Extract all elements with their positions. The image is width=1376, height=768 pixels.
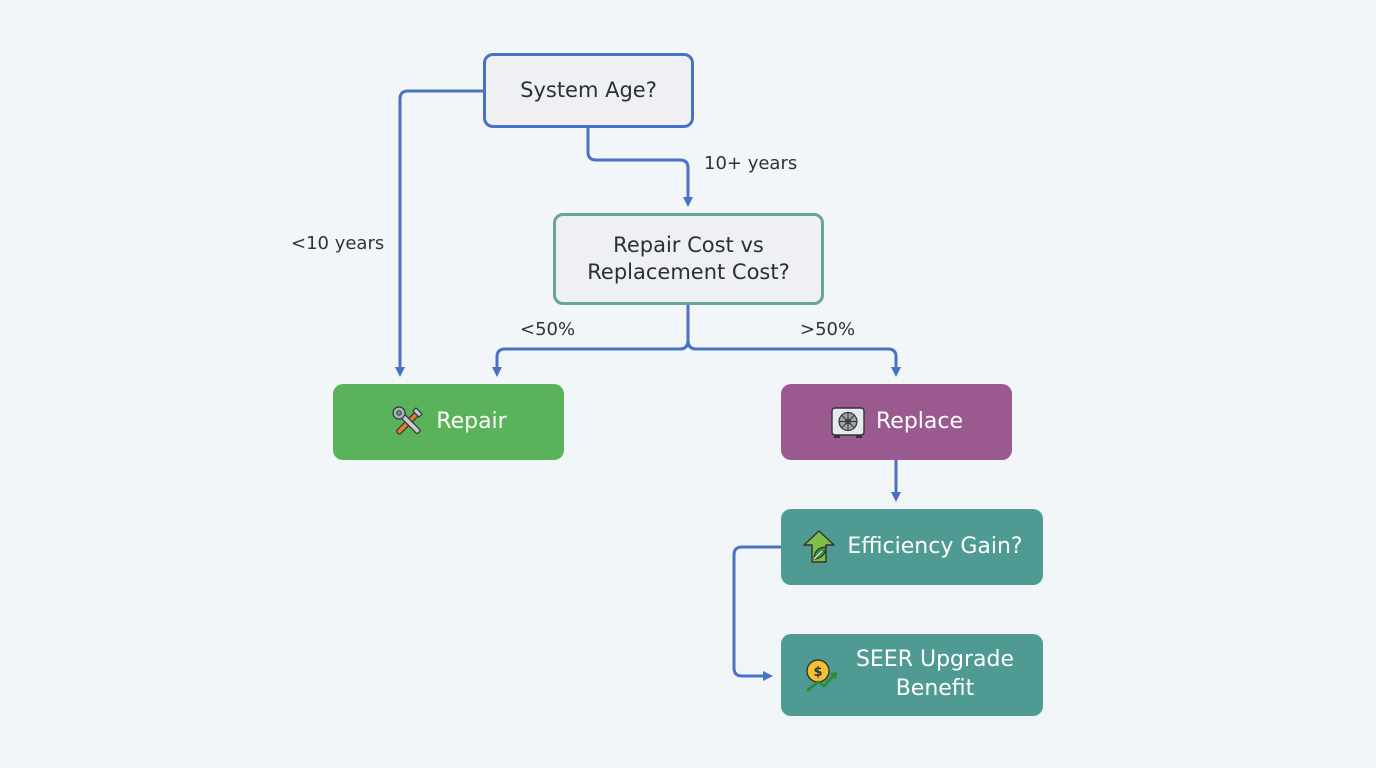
node-system-age: System Age? xyxy=(483,53,694,128)
svg-text:$: $ xyxy=(813,665,822,680)
node-replace-label: Replace xyxy=(875,408,964,434)
node-efficiency-label: Efficiency Gain? xyxy=(847,533,1023,559)
edge-efficiency-to-seer xyxy=(732,545,783,681)
node-repair: Repair xyxy=(333,384,564,460)
node-seer-label: SEER Upgrade Benefit xyxy=(855,647,1015,701)
node-repair-label: Repair xyxy=(436,408,507,434)
tools-icon xyxy=(390,404,426,440)
edge-label-10plus: 10+ years xyxy=(704,153,798,174)
edge-cost-to-replace xyxy=(686,338,901,377)
edge-label-lt10: <10 years xyxy=(291,233,385,254)
ac-unit-icon xyxy=(830,404,866,440)
node-efficiency: Efficiency Gain? xyxy=(781,509,1043,585)
node-cost-compare-label: Repair Cost vs Replacement Cost? xyxy=(587,232,790,284)
leaf-arrow-up-icon xyxy=(801,529,837,565)
node-cost-compare: Repair Cost vs Replacement Cost? xyxy=(553,213,824,305)
edge-label-gt50: >50% xyxy=(800,319,856,340)
edge-label-lt50: <50% xyxy=(520,319,576,340)
node-seer: $ SEER Upgrade Benefit xyxy=(781,634,1043,716)
node-replace: Replace xyxy=(781,384,1012,460)
edge-age-to-repair xyxy=(395,89,485,377)
edge-age-to-cost xyxy=(586,126,693,207)
coin-growth-icon: $ xyxy=(804,657,840,693)
node-system-age-label: System Age? xyxy=(520,77,657,102)
